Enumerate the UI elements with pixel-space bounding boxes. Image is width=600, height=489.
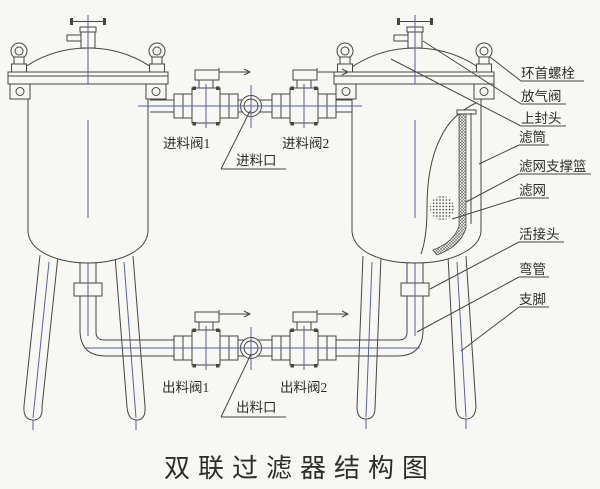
right-flange [333, 71, 495, 85]
union-joint-label: 活接头 [519, 226, 560, 242]
outlet-pipe [84, 309, 420, 371]
left-drain-elbow [73, 252, 107, 357]
elbow-pipe-label: 弯管 [519, 261, 546, 277]
right-drain-elbow [396, 252, 430, 357]
leader-lines [220, 40, 591, 418]
right-vessel [333, 15, 495, 264]
inlet-valve-1-label: 进料阀1 [163, 136, 210, 151]
inlet-port-label: 进料口 [236, 153, 277, 168]
outlet-port-label: 出料口 [236, 400, 277, 415]
right-vessel-legs [356, 255, 477, 429]
vent-valve-label: 放气阀 [521, 89, 562, 104]
right-filter-shell [351, 83, 482, 264]
outlet-valve-1-label: 出料阀1 [162, 380, 209, 395]
cutaway-edge [420, 102, 477, 255]
mesh-support-basket [432, 113, 467, 256]
left-union-joint [73, 282, 89, 297]
filter-mesh-label: 滤网 [519, 183, 546, 198]
inlet-pipe [138, 67, 362, 129]
upper-head-label: 上封头 [521, 111, 562, 126]
mesh-support-basket-label: 滤网支撑篮 [519, 159, 587, 174]
eye-bolt-label: 环首螺栓 [521, 66, 575, 81]
filter-mesh [430, 196, 454, 220]
left-vessel [7, 15, 169, 264]
filter-cartridge-label: 滤筒 [519, 129, 546, 145]
support-leg-label: 支脚 [519, 292, 546, 307]
right-union-joint [400, 282, 416, 297]
diagram-title: 双联过滤器结构图 [164, 454, 436, 483]
part-labels: 环首螺栓 放气阀 上封头 滤筒 滤网支撑篮 滤网 活接头 弯管 支脚 进料阀1 … [162, 66, 587, 415]
inlet-valve-2-label: 进料阀2 [282, 136, 329, 151]
outlet-valve-2-label: 出料阀2 [280, 380, 327, 395]
left-vessel-legs [23, 254, 146, 430]
